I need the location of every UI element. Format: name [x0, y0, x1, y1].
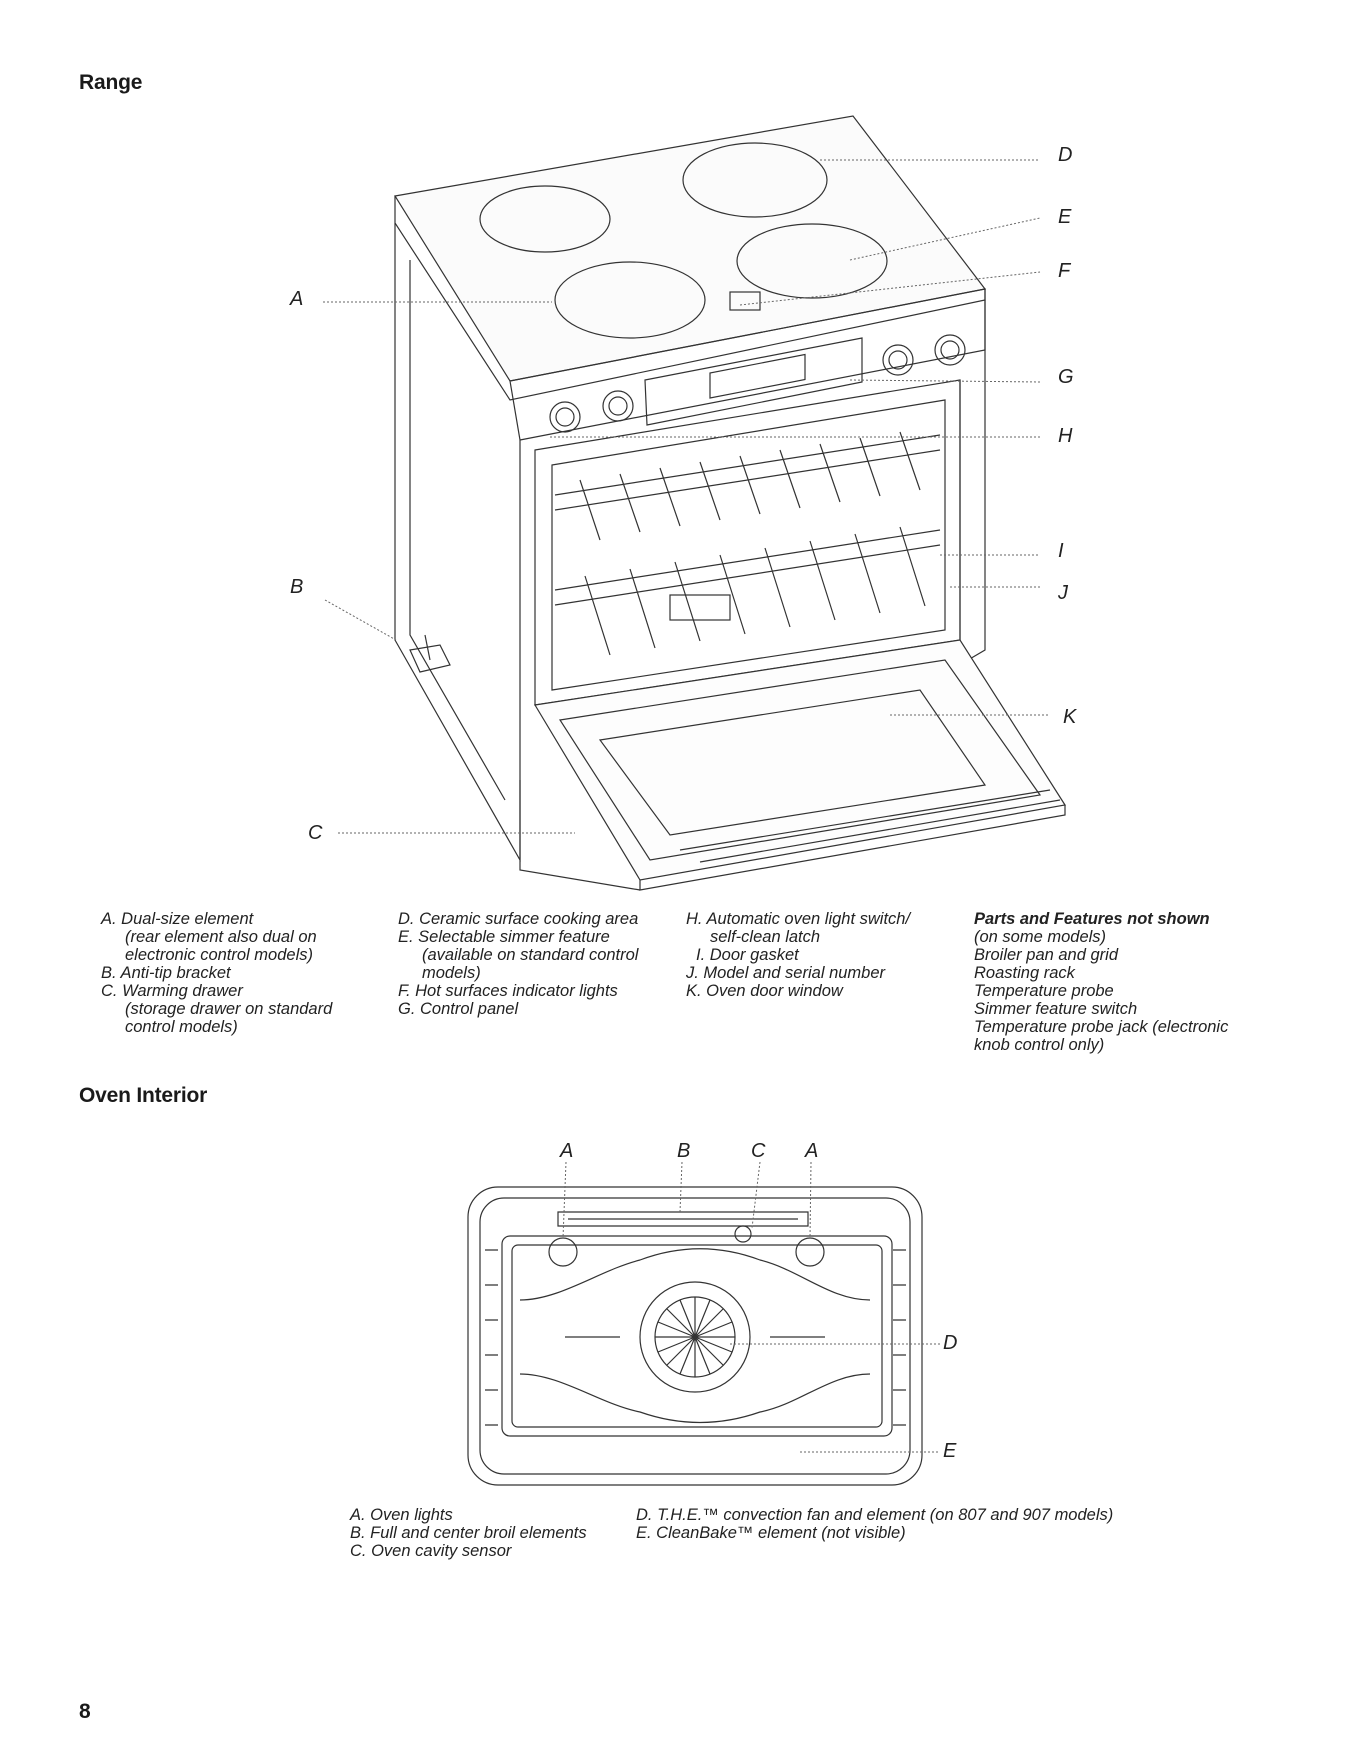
- not-shown-line: Broiler pan and grid: [974, 946, 1119, 964]
- range-legend-col4: Parts and Features not shown (on some mo…: [974, 910, 1264, 1054]
- range-callout-k: K: [1063, 706, 1077, 728]
- legend-item-c-sub1: (storage drawer on standard: [125, 1000, 333, 1018]
- legend-item-h-sub1: self-clean latch: [710, 928, 821, 946]
- interior-legend-col1: A. Oven lights B. Full and center broil …: [350, 1506, 620, 1560]
- not-shown-line: Temperature probe jack (electronic: [974, 1018, 1229, 1036]
- legend-item-b: B. Anti-tip bracket: [101, 964, 231, 982]
- interior-callout-a-right: A: [805, 1140, 819, 1162]
- legend-item-c: C. Warming drawer: [101, 982, 243, 1000]
- range-legend-col2: D. Ceramic surface cooking area E. Selec…: [398, 910, 688, 1018]
- range-callout-f: F: [1058, 260, 1071, 282]
- range-callout-h: H: [1058, 425, 1073, 447]
- page-number: 8: [79, 1700, 91, 1723]
- range-callout-a: A: [290, 288, 304, 310]
- not-shown-line: (on some models): [974, 928, 1107, 946]
- legend-item-a-sub2: electronic control models): [125, 946, 313, 964]
- range-callout-b: B: [290, 576, 304, 598]
- legend-item-f: F. Hot surfaces indicator lights: [398, 982, 618, 1000]
- interior-callout-a-left: A: [560, 1140, 574, 1162]
- legend-item-a: A. Dual-size element: [101, 910, 254, 928]
- interior-callout-b: B: [677, 1140, 691, 1162]
- legend-item-e: E. Selectable simmer feature: [398, 928, 610, 946]
- legend-item-h: H. Automatic oven light switch/: [686, 910, 911, 928]
- oven-interior-heading: Oven Interior: [79, 1084, 208, 1107]
- range-callout-c: C: [308, 822, 323, 844]
- interior-legend-b: B. Full and center broil elements: [350, 1524, 587, 1542]
- not-shown-line: Roasting rack: [974, 964, 1075, 982]
- legend-item-j: J. Model and serial number: [686, 964, 886, 982]
- range-legend-col1: A. Dual-size element (rear element also …: [101, 910, 381, 1036]
- range-legend-col3: H. Automatic oven light switch/ self-cle…: [686, 910, 966, 1000]
- legend-item-c-sub2: control models): [125, 1018, 238, 1036]
- range-heading: Range: [79, 71, 143, 94]
- range-callout-j: J: [1058, 582, 1068, 604]
- legend-item-a-sub1: (rear element also dual on: [125, 928, 317, 946]
- interior-legend-col2: D. T.H.E.™ convection fan and element (o…: [636, 1506, 1276, 1542]
- range-callout-i: I: [1058, 540, 1064, 562]
- legend-item-g: G. Control panel: [398, 1000, 519, 1018]
- interior-callout-e: E: [943, 1440, 957, 1462]
- legend-item-d: D. Ceramic surface cooking area: [398, 910, 639, 928]
- interior-legend-e: E. CleanBake™ element (not visible): [636, 1524, 906, 1542]
- not-shown-line: knob control only): [974, 1036, 1105, 1054]
- interior-legend-d: D. T.H.E.™ convection fan and element (o…: [636, 1506, 1114, 1524]
- range-callout-d: D: [1058, 144, 1073, 166]
- interior-legend-c: C. Oven cavity sensor: [350, 1542, 512, 1560]
- not-shown-title: Parts and Features not shown: [974, 910, 1210, 928]
- not-shown-line: Temperature probe: [974, 982, 1114, 1000]
- range-callout-e: E: [1058, 206, 1072, 228]
- range-callout-g: G: [1058, 366, 1074, 388]
- not-shown-line: Simmer feature switch: [974, 1000, 1138, 1018]
- interior-callout-c: C: [751, 1140, 766, 1162]
- legend-item-i: I. Door gasket: [696, 946, 799, 964]
- legend-item-e-sub1: (available on standard control: [422, 946, 639, 964]
- interior-legend-a: A. Oven lights: [350, 1506, 453, 1524]
- interior-callout-d: D: [943, 1332, 958, 1354]
- legend-item-k: K. Oven door window: [686, 982, 843, 1000]
- legend-item-e-sub2: models): [422, 964, 481, 982]
